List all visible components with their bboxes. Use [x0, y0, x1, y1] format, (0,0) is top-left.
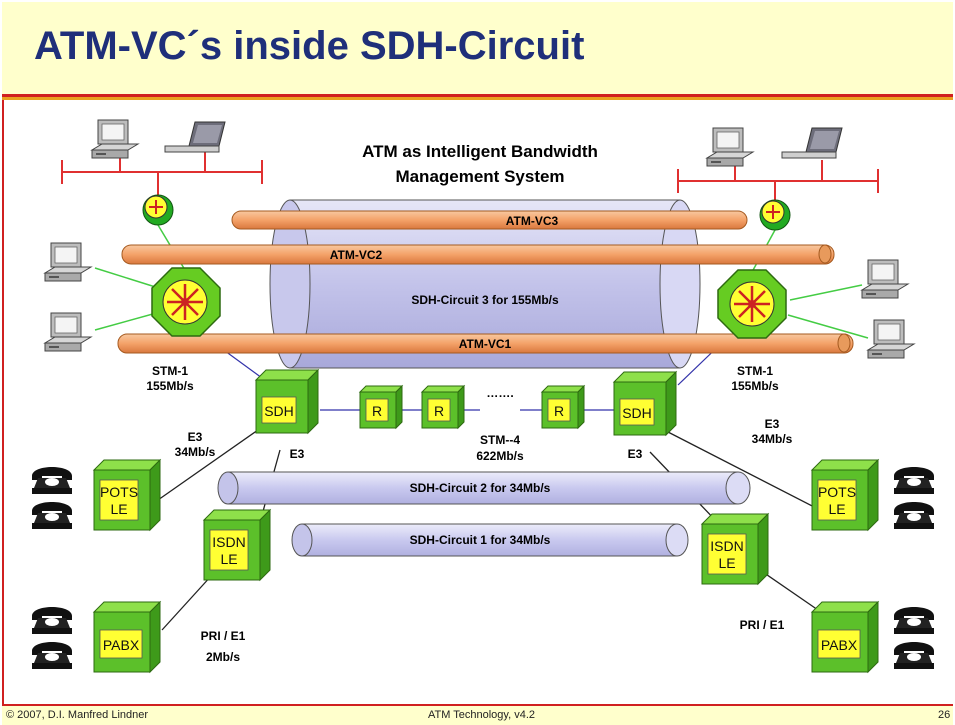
sdh-node-left: SDH [254, 368, 320, 435]
isdn-right-le-label: LE [718, 555, 735, 571]
right-router-icon [759, 199, 791, 231]
pots-left-label: POTS [100, 484, 138, 500]
phone-icon [32, 607, 72, 634]
repeater-2-label: R [434, 403, 444, 419]
pc-icon [861, 259, 909, 299]
pabx-right-label: PABX [821, 637, 858, 653]
isdn-left-le-label: LE [220, 551, 237, 567]
stm4-rate: 622Mb/s [476, 449, 524, 463]
laptop-icon [781, 127, 843, 159]
pri-right-label: PRI / E1 [740, 618, 785, 632]
pabx-right: PABX [810, 600, 880, 674]
repeater-ellipsis: ……. [486, 386, 513, 400]
sdh-node-left-label: SDH [264, 403, 294, 419]
isdn-right-label: ISDN [710, 538, 743, 554]
pri-left-rate: 2Mb/s [206, 650, 240, 664]
atm-vc3: ATM-VC3 [231, 210, 748, 230]
sdh-circuit-3-label: SDH-Circuit 3 for 155Mb/s [411, 293, 559, 307]
isdn-le-right: ISDN LE [700, 512, 770, 586]
sdh-node-right-label: SDH [622, 405, 652, 421]
phone-icon [32, 642, 72, 669]
footer-bar [2, 706, 953, 725]
stm1-left-rate: 155Mb/s [146, 379, 194, 393]
page-number: 26 [938, 709, 951, 721]
pc-icon [44, 312, 92, 352]
atm-vc1-label: ATM-VC1 [459, 337, 512, 351]
stm1-right-label: STM-1 [737, 364, 773, 378]
pri-left-label: PRI / E1 [201, 629, 246, 643]
footer-rule [2, 704, 953, 706]
sdh-node-right: SDH [612, 370, 678, 437]
isdn-le-left: ISDN LE [202, 508, 272, 582]
stm4-label: STM--4 [480, 433, 520, 447]
sdh-circuit-2-label: SDH-Circuit 2 for 34Mb/s [410, 481, 551, 495]
diagram-heading-line1: ATM as Intelligent Bandwidth [362, 142, 598, 161]
e3-right-link-label: E3 [628, 447, 643, 461]
left-rule [2, 100, 4, 706]
repeater-1: R [358, 384, 404, 430]
stm1-right-rate: 155Mb/s [731, 379, 779, 393]
pabx-left-label: PABX [103, 637, 140, 653]
right-atm-switch-icon [717, 269, 787, 339]
e3-left-link-label: E3 [290, 447, 305, 461]
e3-right-rate: 34Mb/s [752, 432, 793, 446]
pc-icon [706, 127, 754, 167]
atm-vc2-label: ATM-VC2 [330, 248, 383, 262]
phone-icon [894, 467, 934, 494]
sdh-circuit-1: SDH-Circuit 1 for 34Mb/s [291, 523, 689, 557]
title-bar: ATM-VC´s inside SDH-Circuit [2, 2, 953, 94]
pots-le-right: POTS LE [810, 458, 880, 532]
left-router-icon [142, 194, 174, 226]
phone-icon [894, 642, 934, 669]
left-atm-switch-icon [151, 267, 221, 337]
pots-right-le-label: LE [828, 501, 845, 517]
e3-right-label: E3 [765, 417, 780, 431]
phone-icon [894, 607, 934, 634]
pc-icon [867, 319, 915, 359]
sdh-circuit-2: SDH-Circuit 2 for 34Mb/s [217, 471, 751, 505]
repeater-2: R [420, 384, 466, 430]
pabx-left: PABX [92, 600, 162, 674]
phone-icon [32, 502, 72, 529]
atm-vc1: ATM-VC1 [117, 333, 854, 354]
e3-left-label: E3 [188, 430, 203, 444]
pots-le-left: POTS LE [92, 458, 162, 532]
repeater-3: R [540, 384, 586, 430]
repeater-3-label: R [554, 403, 564, 419]
left-lan [61, 152, 263, 195]
title-rule-accent [2, 97, 953, 100]
phone-icon [894, 502, 934, 529]
footer-copyright: © 2007, D.I. Manfred Lindner [6, 709, 149, 721]
isdn-left-label: ISDN [212, 534, 245, 550]
pc-icon [44, 242, 92, 282]
pots-left-le-label: LE [110, 501, 127, 517]
pc-icon [91, 119, 139, 159]
atm-vc3-label: ATM-VC3 [506, 214, 559, 228]
slide-title: ATM-VC´s inside SDH-Circuit [34, 24, 585, 68]
diagram-heading-line2: Management System [395, 167, 564, 186]
repeater-1-label: R [372, 403, 382, 419]
footer-course: ATM Technology, v4.2 [428, 709, 535, 721]
phone-icon [32, 467, 72, 494]
title-rule [2, 94, 953, 97]
pots-right-label: POTS [818, 484, 856, 500]
sdh-circuit-1-label: SDH-Circuit 1 for 34Mb/s [410, 533, 551, 547]
e3-left-rate: 34Mb/s [175, 445, 216, 459]
atm-vc2: ATM-VC2 [121, 244, 835, 265]
right-lan [677, 160, 879, 200]
laptop-icon [164, 121, 226, 153]
stm1-left-label: STM-1 [152, 364, 188, 378]
